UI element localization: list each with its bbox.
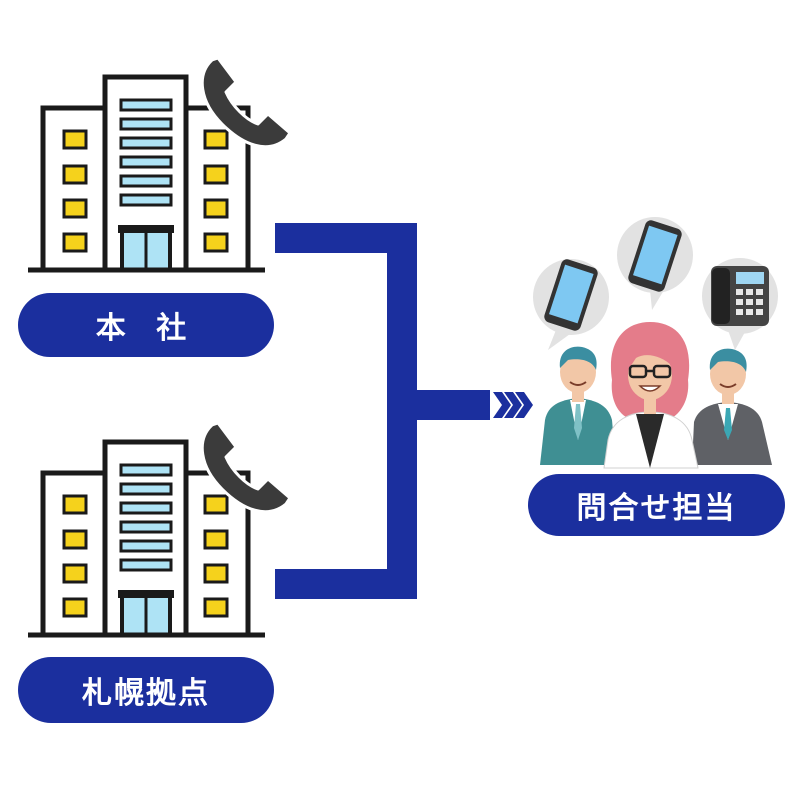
head-office-label: 本 社 <box>18 293 274 357</box>
smartphone-bubble-center <box>617 217 693 310</box>
desk-phone-bubble <box>702 258 778 350</box>
woman-center <box>603 322 699 469</box>
staff-group-icon <box>540 322 772 469</box>
smartphone-icon <box>544 259 598 331</box>
man-right <box>692 348 772 465</box>
man-left <box>540 346 616 465</box>
chevron-arrows-icon <box>493 392 533 418</box>
smartphone-bubble-left <box>533 259 609 350</box>
connector-line <box>275 223 490 599</box>
desk-phone-icon <box>711 266 769 326</box>
smartphone-icon <box>628 220 682 292</box>
sapporo-branch-label: 札幌拠点 <box>18 657 274 723</box>
inquiry-staff-label: 問合せ担当 <box>528 474 785 536</box>
